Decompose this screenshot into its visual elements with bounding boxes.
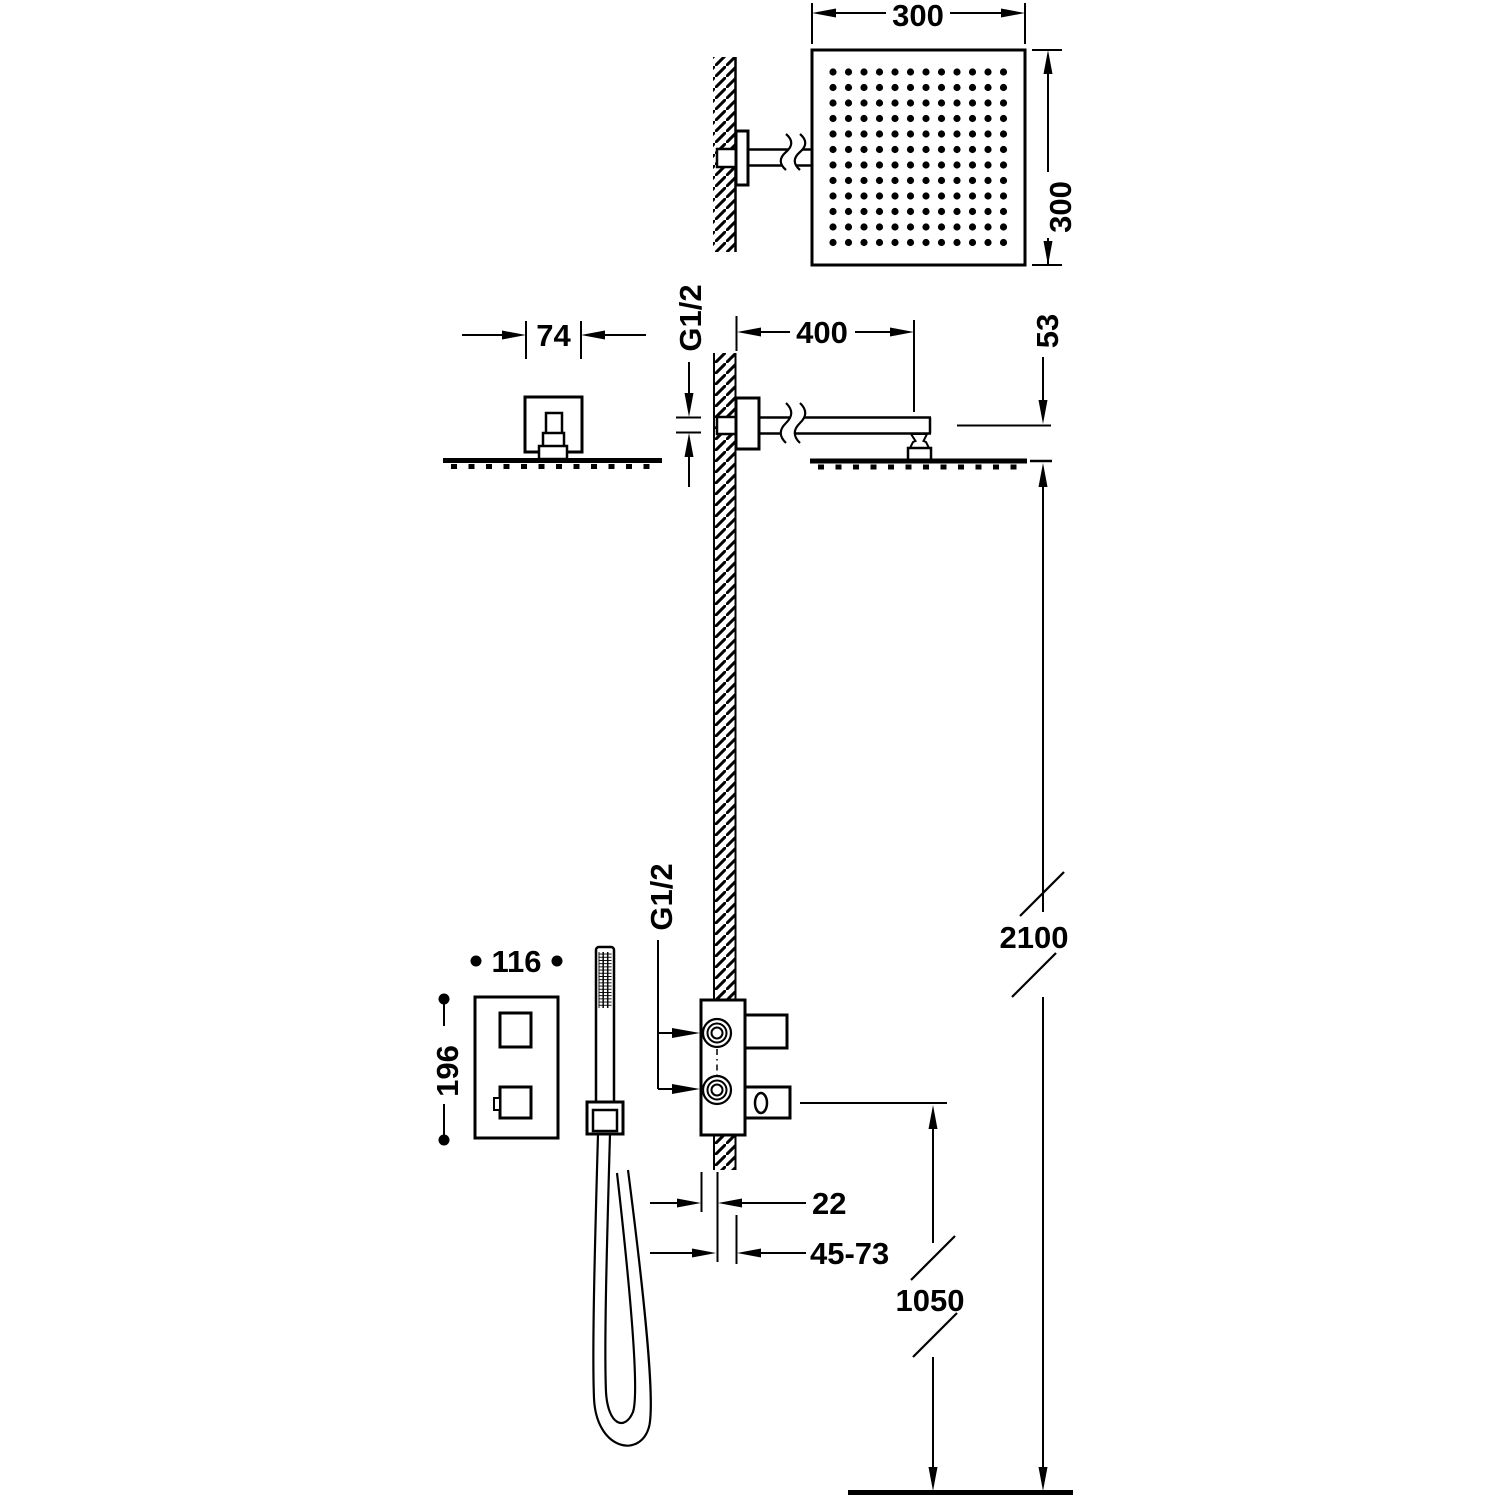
hand-shower	[585, 945, 652, 1447]
head-connector-base	[537, 444, 569, 461]
knob-safety-button	[493, 1097, 501, 1111]
valve-inlet-bottom-ring	[706, 1079, 728, 1101]
hose-outer-edge	[592, 1133, 652, 1447]
dim-label-arm-thread: G1/2	[673, 284, 708, 351]
dim-label-head-width: 300	[892, 0, 944, 33]
dim-head-depth: 300	[1032, 49, 1078, 266]
dim-valve-height: 1050	[800, 1102, 965, 1491]
arm-side-break-squiggle	[779, 402, 793, 444]
head-connector-upper	[544, 411, 564, 436]
dim-label-valve-height: 1050	[896, 1283, 965, 1318]
dim-label-plate-width: 116	[491, 944, 541, 979]
dim-escutcheon-width: 74	[462, 318, 646, 359]
dim-label-plate-height: 196	[430, 1045, 465, 1097]
valve-inlet-top-ring	[706, 1022, 728, 1044]
wall-hatch-side	[713, 353, 736, 1170]
hose-inner-edge	[604, 1133, 637, 1424]
dim-head-drop: 53	[957, 314, 1065, 463]
valve-inlet-top-core	[710, 1026, 724, 1040]
valve-knob-bottom-front	[498, 1085, 533, 1120]
dim-label-head-depth: 300	[1043, 181, 1078, 233]
valve-inlet-bottom-core	[710, 1083, 724, 1097]
dim-break-slash	[910, 1235, 956, 1281]
dim-break-slash	[912, 1312, 958, 1358]
handshower-bracket-inner	[591, 1108, 619, 1133]
dim-label-wall-offset: 22	[812, 1186, 846, 1221]
wall-fitting-side	[715, 415, 738, 436]
wall-fitting-top	[715, 147, 738, 169]
dim-plate-height: 196	[430, 993, 465, 1146]
dim-break-slash	[1011, 952, 1057, 998]
arm-break-mask	[780, 134, 806, 170]
side-view-assembly	[443, 353, 1027, 1170]
valve-section-view	[699, 998, 792, 1137]
arm-escutcheon-front	[734, 129, 750, 187]
dimensions: 300 300 74 G1/2	[430, 0, 1078, 1495]
dim-label-mount-depth: 45-73	[810, 1236, 889, 1271]
arm-break-squiggle	[793, 133, 807, 171]
dim-valve-thread: G1/2	[644, 863, 700, 1094]
knob-zero-mark	[753, 1091, 769, 1115]
dim-break-slash	[1019, 871, 1065, 917]
dim-label-escutcheon-width: 74	[536, 318, 571, 353]
shower-head-nozzle-grid	[829, 68, 1008, 247]
dim-arm-thread: G1/2	[673, 284, 708, 487]
arm-escutcheon-side	[734, 396, 761, 451]
valve-front-view	[473, 995, 560, 1140]
dim-label-head-drop: 53	[1030, 314, 1065, 348]
valve-knob-top-side	[743, 1013, 789, 1050]
dim-label-total-height: 2100	[1000, 920, 1069, 955]
dim-total-height: 2100	[1000, 463, 1069, 1491]
handshower-grip-texture	[598, 952, 612, 1008]
dim-mount-depth: 45-73	[650, 1215, 889, 1271]
front-view-shower-head	[713, 48, 1027, 267]
dim-head-width: 300	[811, 0, 1026, 44]
head-ball-joint	[908, 433, 931, 449]
arm-break-squiggle	[779, 133, 793, 171]
dim-label-valve-thread: G1/2	[644, 863, 679, 930]
dim-wall-offset: 22	[650, 1172, 846, 1262]
valve-knob-top-front	[498, 1011, 533, 1049]
arm-side-break-mask	[780, 403, 806, 443]
dim-label-arm-length: 400	[796, 315, 848, 350]
dim-arm-length: 400	[735, 315, 915, 412]
dim-plate-width: 116	[470, 944, 563, 979]
arm-side-break-squiggle	[793, 402, 807, 444]
